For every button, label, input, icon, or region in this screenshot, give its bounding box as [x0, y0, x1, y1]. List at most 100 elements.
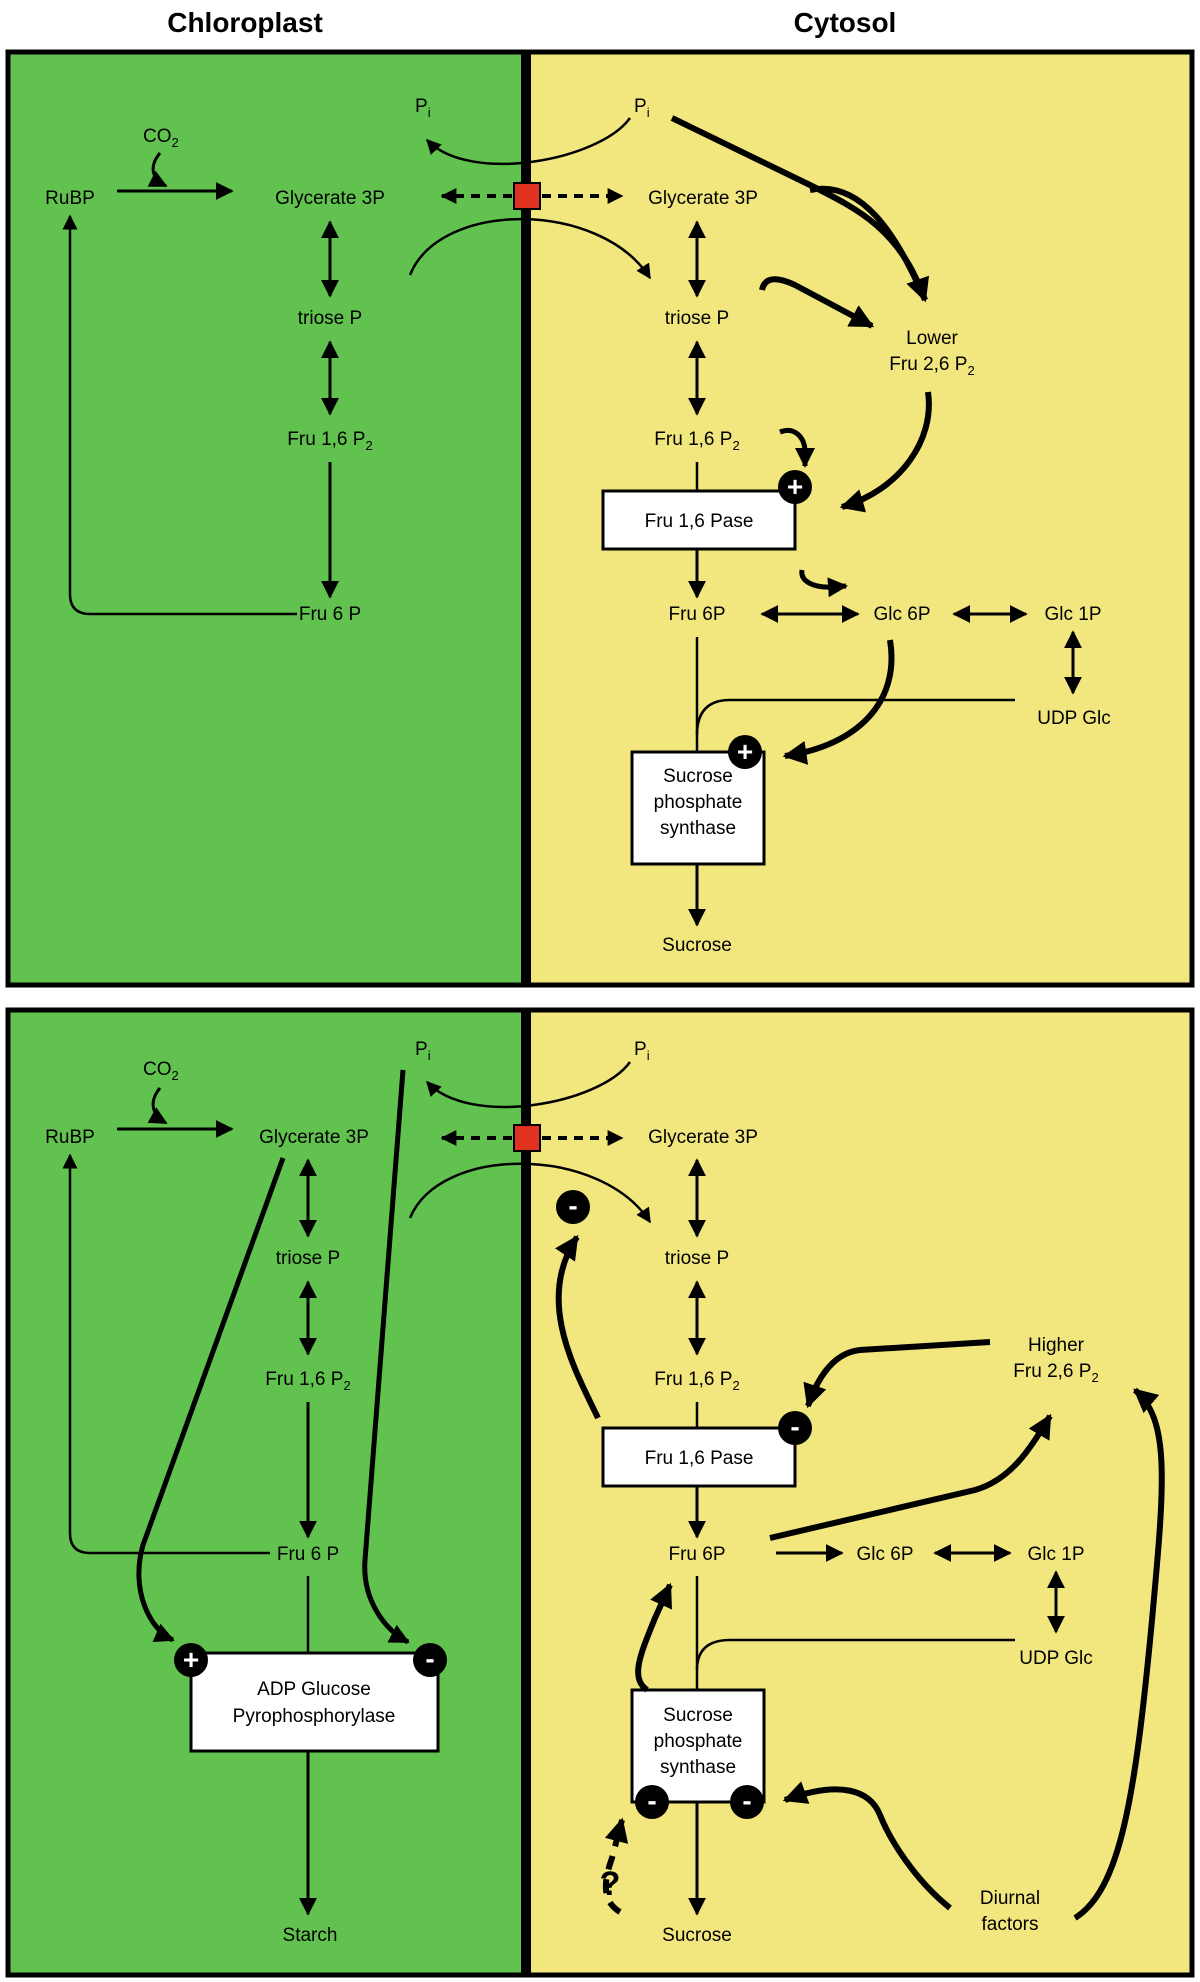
bottom-rubp-label: RuBP — [45, 1127, 95, 1148]
bottom-sps-inhibition-badge-right — [730, 1785, 764, 1819]
bottom-agpase-inhibition-badge — [413, 1643, 447, 1677]
top-pi-right-label: Pi — [634, 96, 650, 120]
bottom-sps-inhibition-badge-left — [635, 1785, 669, 1819]
top-co2-label: CO2 — [143, 126, 179, 150]
bottom-udpglc-to-sps-line — [695, 1638, 1015, 1671]
top-fbpase-activation-badge — [778, 470, 812, 504]
bottom-unknown-regulation-arrow — [602, 1817, 629, 1915]
top-glc6p-activates-sps-arrow — [782, 639, 895, 765]
bottom-glycerate-activates-agpase-arrow — [136, 1157, 286, 1643]
top-triose-to-lower-fru26p2-arrow — [759, 276, 875, 329]
top-rubp-label: RuBP — [45, 188, 95, 209]
top-chloroplast-region — [8, 52, 525, 985]
top-sps-label-2: phosphate — [654, 792, 743, 813]
bottom-fbpase-inhibition-arrow — [555, 1235, 601, 1420]
bottom-cyt-triose-label: triose P — [665, 1248, 729, 1269]
bottom-sucrose-label: Sucrose — [662, 1925, 732, 1946]
top-sps-label-3: synthase — [660, 818, 736, 839]
bottom-sps-label-2: phosphate — [654, 1731, 743, 1752]
bottom-starch-label: Starch — [283, 1925, 338, 1946]
bottom-panel-border — [5, 1007, 1195, 1978]
bottom-sps-minus-sign-right: - — [742, 1785, 751, 1816]
bottom-chl-fru6p-label: Fru 6 P — [277, 1544, 339, 1565]
top-cyt-glycerate-label: Glycerate 3P — [648, 188, 758, 209]
bottom-co2-uptake-arrow — [147, 1087, 168, 1125]
top-triose-phosphate-transporter — [513, 182, 541, 210]
bottom-fbpase-box — [601, 1426, 797, 1488]
top-fbpase-box — [601, 489, 797, 551]
bottom-diurnal-label-2: factors — [981, 1914, 1038, 1935]
bottom-glc6p-label: Glc 6P — [856, 1544, 913, 1565]
top-fru26p2-label: Fru 2,6 P2 — [889, 354, 974, 378]
bottom-sps-label-1: Sucrose — [663, 1705, 733, 1726]
bottom-fru26p2-inhibits-fbpase-arrow — [803, 1339, 991, 1409]
bottom-chl-triose-label: triose P — [276, 1248, 340, 1269]
top-fbpase-plus-sign: + — [787, 471, 803, 502]
bottom-question-mark: ? — [600, 1865, 621, 1903]
top-panel: CO2 RuBP Glycerate 3P triose P Fru 1,6 P… — [5, 49, 1195, 988]
bottom-cyt-fru16p2-label: Fru 1,6 P2 — [654, 1369, 739, 1393]
top-co2-uptake-arrow — [147, 152, 168, 188]
bottom-fru6p-label: Fru 6P — [668, 1544, 725, 1565]
bottom-chl-glycerate-label: Glycerate 3P — [259, 1127, 369, 1148]
bottom-sps-minus-sign-left: - — [647, 1785, 656, 1816]
bottom-agpase-label-1: ADP Glucose — [257, 1679, 371, 1700]
bottom-glc1p-label: Glc 1P — [1027, 1544, 1084, 1565]
top-pi-left-label: Pi — [415, 96, 431, 120]
chloroplast-header: Chloroplast — [167, 7, 323, 38]
bottom-co2-label: CO2 — [143, 1059, 179, 1083]
top-sucrose-label: Sucrose — [662, 935, 732, 956]
top-glycerate-to-lower-fru26p2-arrow — [809, 185, 928, 302]
bottom-sps-label-3: synthase — [660, 1757, 736, 1778]
bottom-triose-inhibition-badge — [556, 1190, 590, 1224]
top-lower-label: Lower — [906, 328, 958, 349]
bottom-diurnal-label-1: Diurnal — [980, 1888, 1040, 1909]
bottom-udpglc-label: UDP Glc — [1019, 1648, 1093, 1669]
bottom-cytosol-region — [527, 1010, 1192, 1975]
bottom-agpase-plus-sign: + — [183, 1644, 199, 1675]
bottom-fru6p-raises-fru26p2-arrow — [769, 1413, 1053, 1541]
bottom-chloroplast-region — [8, 1010, 525, 1975]
top-udpglc-label: UDP Glc — [1037, 708, 1111, 729]
bottom-fbpase-label: Fru 1,6 Pase — [645, 1448, 754, 1469]
bottom-cyt-glycerate-label: Glycerate 3P — [648, 1127, 758, 1148]
bottom-calvin-regeneration-arrow — [62, 1153, 270, 1555]
top-fbpase-label: Fru 1,6 Pase — [645, 511, 754, 532]
top-glc6p-label: Glc 6P — [873, 604, 930, 625]
top-glc6p-feed-arrow — [799, 569, 848, 598]
top-cyt-triose-label: triose P — [665, 308, 729, 329]
top-chl-fru16p2-label: Fru 1,6 P2 — [287, 429, 372, 453]
top-udpglc-to-sps-line — [695, 698, 1015, 736]
top-sps-activation-badge — [728, 735, 762, 769]
top-triose-export-curve — [408, 217, 652, 280]
bottom-agpase-minus-sign: - — [425, 1643, 434, 1674]
bottom-agpase-label-2: Pyrophosphorylase — [233, 1706, 396, 1727]
bottom-sps-to-fru6p-arrow — [635, 1582, 673, 1693]
bottom-diurnal-to-fru26p2-arrow — [1073, 1387, 1165, 1921]
bottom-triose-minus-sign: - — [568, 1190, 577, 1221]
bottom-sps-box — [630, 1688, 766, 1804]
top-glc1p-label: Glc 1P — [1044, 604, 1101, 625]
top-chl-triose-label: triose P — [298, 308, 362, 329]
top-fru6p-label: Fru 6P — [668, 604, 725, 625]
bottom-fbpase-inhibition-badge — [778, 1411, 812, 1445]
top-chl-fru6p-label: Fru 6 P — [299, 604, 361, 625]
bottom-pi-inhibits-agpase-arrow — [362, 1069, 410, 1645]
bottom-triose-phosphate-transporter — [513, 1124, 541, 1152]
top-sps-label-1: Sucrose — [663, 766, 733, 787]
bottom-fbpase-minus-sign: - — [790, 1411, 799, 1442]
bottom-higher-label: Higher — [1028, 1335, 1085, 1356]
bottom-diurnal-inhibits-sps-arrow — [782, 1781, 952, 1911]
bottom-pi-left-label: Pi — [415, 1039, 431, 1063]
top-chl-glycerate-label: Glycerate 3P — [275, 188, 385, 209]
bottom-agpase-box — [189, 1651, 440, 1753]
top-cyt-fru16p2-label: Fru 1,6 P2 — [654, 429, 739, 453]
bottom-agpase-activation-badge — [174, 1643, 208, 1677]
bottom-pi-right-label: Pi — [634, 1039, 650, 1063]
top-pi-import-curve — [425, 117, 632, 166]
top-calvin-regeneration-arrow — [62, 214, 297, 616]
top-sps-plus-sign: + — [737, 736, 753, 767]
bottom-panel: CO2 RuBP Glycerate 3P triose P Fru 1,6 P… — [5, 1007, 1195, 1978]
